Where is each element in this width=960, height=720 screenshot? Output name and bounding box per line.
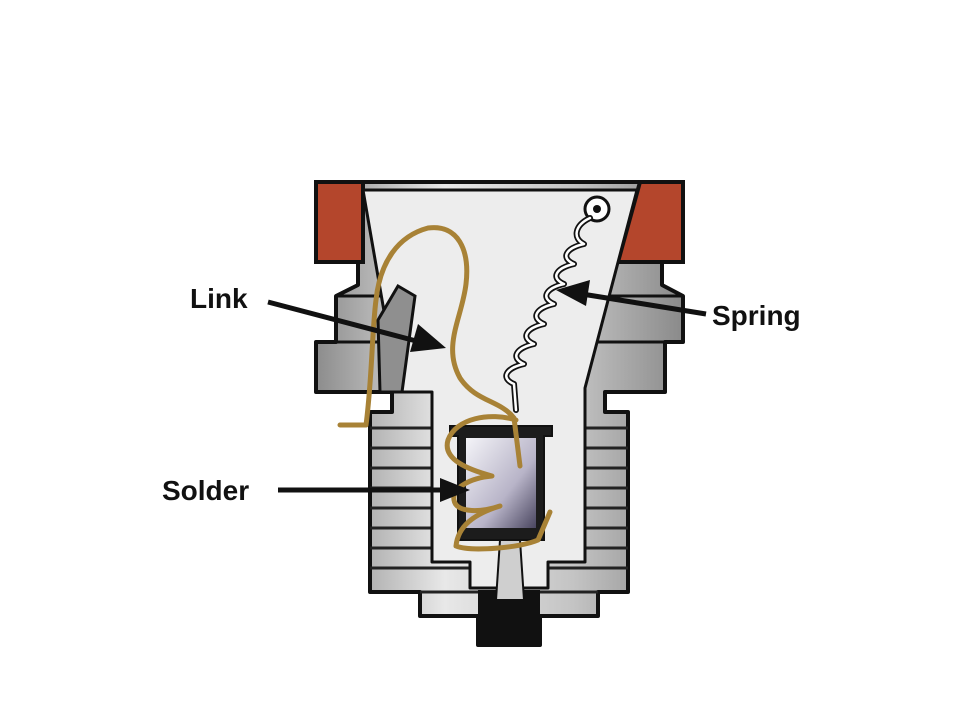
link-contact-wedge: [376, 283, 417, 394]
spring-arrowhead: [556, 280, 590, 306]
left-cap: [314, 180, 365, 264]
label-link: Link: [190, 283, 248, 314]
label-spring: Spring: [712, 300, 801, 331]
link-arrow-line: [267, 299, 421, 345]
spring-coil: [503, 195, 611, 413]
fusible-link-lower: [444, 414, 553, 552]
bottom-terminal: [478, 590, 540, 645]
label-solder: Solder: [162, 475, 249, 506]
link-arrowhead: [410, 324, 446, 352]
spring-arrow-line: [581, 291, 707, 317]
solder-arrowhead: [440, 478, 470, 502]
callout-arrows: [267, 280, 707, 502]
